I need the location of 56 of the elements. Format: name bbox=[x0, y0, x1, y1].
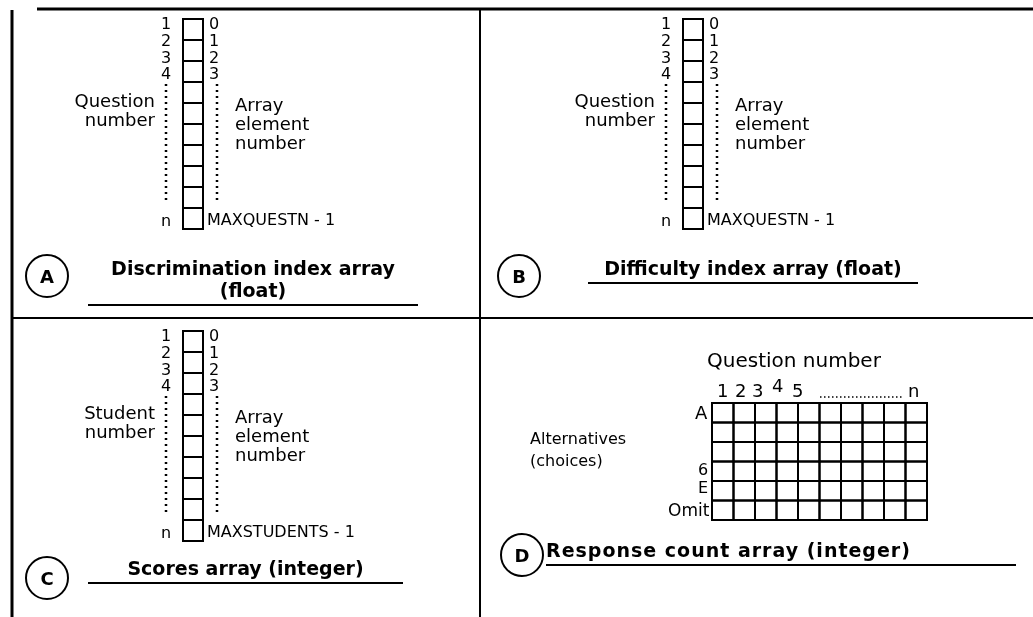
axis-label: Array element number bbox=[235, 408, 311, 465]
row-number: n bbox=[661, 213, 672, 229]
element-index: 3 bbox=[209, 378, 220, 394]
row-letter: 6 bbox=[698, 462, 709, 478]
array-caption: Scores array (integer) bbox=[88, 558, 403, 584]
array-caption: Response count array (integer) bbox=[546, 540, 1016, 566]
row-letter: A bbox=[695, 404, 708, 422]
element-index: 1 bbox=[709, 33, 720, 49]
row-number: 2 bbox=[661, 33, 672, 49]
row-number: 3 bbox=[161, 362, 172, 378]
row-number: 4 bbox=[161, 378, 172, 394]
element-index: 3 bbox=[709, 66, 720, 82]
row-number: 4 bbox=[161, 66, 172, 82]
panel-letter-circle: D bbox=[500, 533, 544, 577]
element-index: 2 bbox=[209, 362, 220, 378]
row-number: 2 bbox=[161, 345, 172, 361]
array-caption: Difficulty index array (float) bbox=[588, 258, 918, 284]
panel-letter-circle: C bbox=[25, 556, 69, 600]
row-number: 2 bbox=[161, 33, 172, 49]
axis-label: Question number bbox=[73, 92, 155, 130]
element-index: 0 bbox=[709, 16, 720, 32]
axis-label: Question number bbox=[707, 350, 881, 370]
column-number: 1 bbox=[717, 382, 729, 400]
element-index: 3 bbox=[209, 66, 220, 82]
row-number: n bbox=[161, 525, 172, 541]
last-element-label: MAXSTUDENTS - 1 bbox=[207, 524, 355, 540]
axis-label: Alternatives (choices) bbox=[530, 428, 628, 472]
row-number: 3 bbox=[161, 50, 172, 66]
element-index: 1 bbox=[209, 33, 220, 49]
panel-letter-circle: A bbox=[25, 254, 69, 298]
column-number: 5 bbox=[792, 382, 804, 400]
element-index: 1 bbox=[209, 345, 220, 361]
axis-label: Question number bbox=[573, 92, 655, 130]
element-index: 0 bbox=[209, 328, 220, 344]
row-number: 1 bbox=[661, 16, 672, 32]
column-number: 3 bbox=[752, 382, 764, 400]
row-number: 4 bbox=[661, 66, 672, 82]
row-number: 1 bbox=[161, 16, 172, 32]
axis-label: Student number bbox=[83, 404, 155, 442]
array-caption: Discrimination index array (float) bbox=[88, 258, 418, 306]
element-index: 2 bbox=[709, 50, 720, 66]
last-element-label: MAXQUESTN - 1 bbox=[707, 212, 836, 228]
element-index: 2 bbox=[209, 50, 220, 66]
column-number: 2 bbox=[735, 382, 747, 400]
panel-letter-circle: B bbox=[497, 254, 541, 298]
row-number: 1 bbox=[161, 328, 172, 344]
row-letter: E bbox=[698, 480, 709, 496]
axis-label: Array element number bbox=[235, 96, 311, 153]
row-number: n bbox=[161, 213, 172, 229]
element-index: 0 bbox=[209, 16, 220, 32]
row-number: 3 bbox=[661, 50, 672, 66]
column-number: 4 bbox=[772, 377, 784, 395]
axis-label: Array element number bbox=[735, 96, 811, 153]
last-element-label: MAXQUESTN - 1 bbox=[207, 212, 336, 228]
row-letter: Omit bbox=[668, 502, 710, 519]
column-number: n bbox=[908, 382, 920, 400]
